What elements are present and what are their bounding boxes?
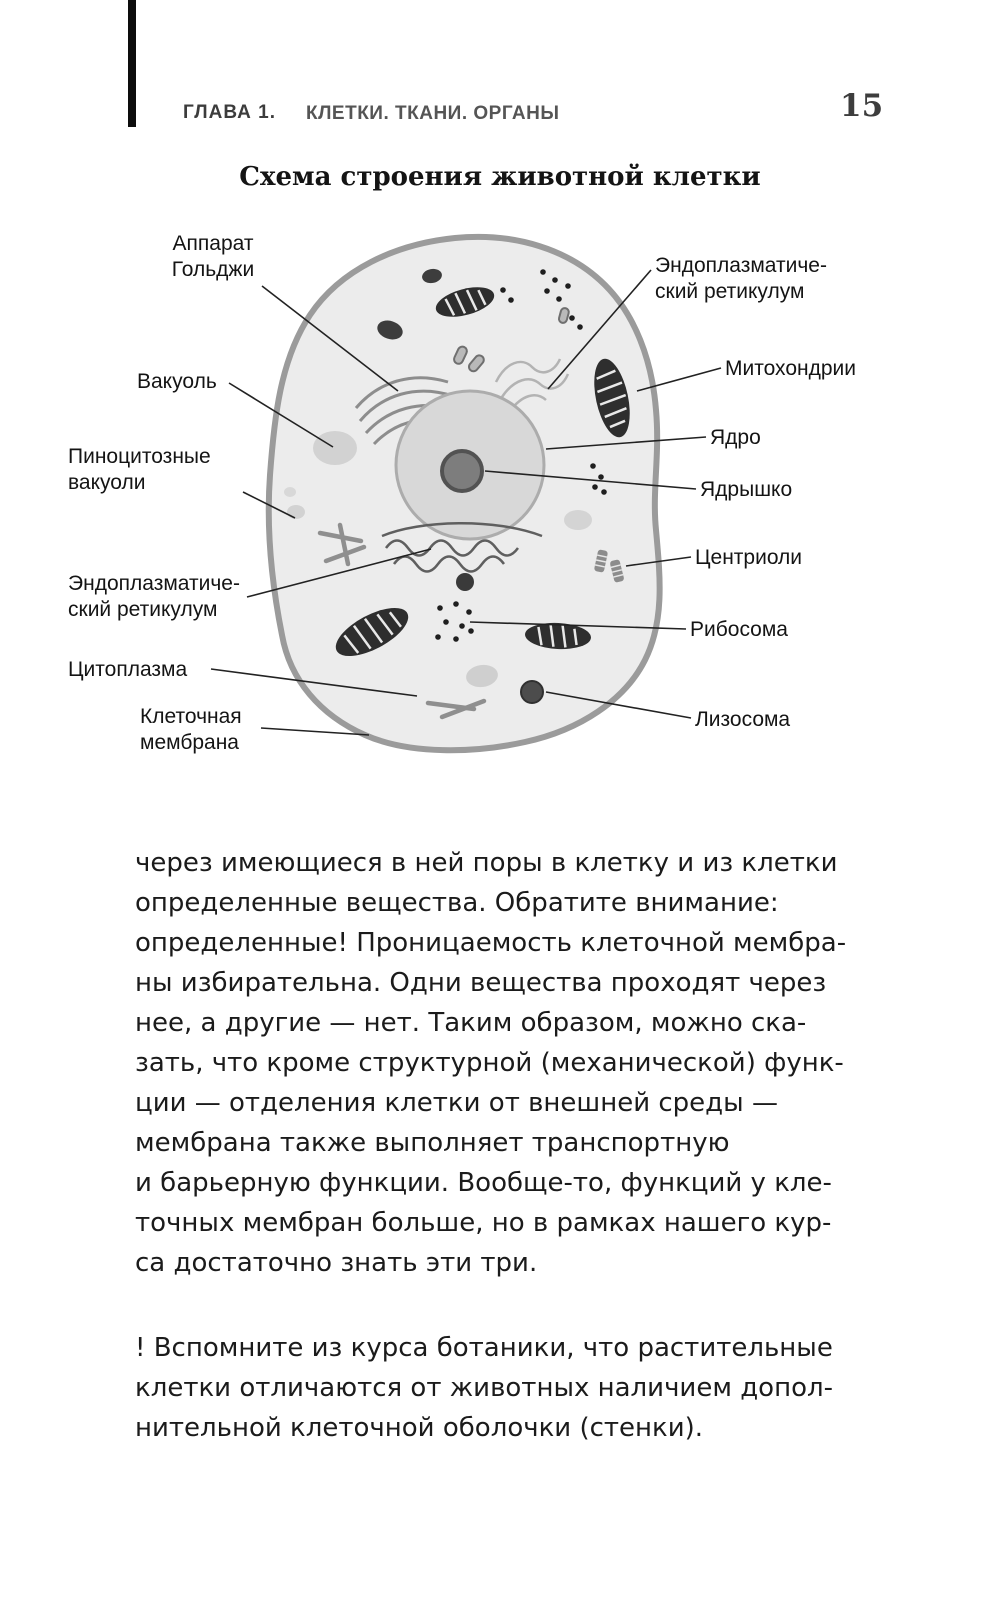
label-pinocytotic-vacuoles: Пиноцитозные вакуоли bbox=[68, 445, 211, 495]
organelle-blob-light bbox=[466, 664, 498, 688]
lysosome-shape bbox=[520, 680, 544, 704]
spine-bar bbox=[128, 0, 136, 127]
mitochondrion-shape bbox=[435, 287, 495, 317]
page-number: 15 bbox=[840, 88, 884, 124]
label-cytoplasm: Цитоплазма bbox=[68, 658, 188, 681]
nucleolus-shape bbox=[440, 449, 484, 493]
label-nucleus: Ядро bbox=[710, 426, 761, 449]
header-section: КЛЕТКИ. ТКАНИ. ОРГАНЫ bbox=[306, 103, 560, 124]
label-vacuole: Вакуоль bbox=[137, 370, 217, 393]
organelle-blob-light bbox=[564, 510, 592, 530]
label-nucleolus: Ядрышко bbox=[700, 478, 793, 501]
body-paragraph-2: ! Вспомните из курса ботаники, что расти… bbox=[135, 1333, 833, 1443]
label-ribosome: Рибосома bbox=[690, 618, 788, 641]
pinocytotic-vacuole-shape bbox=[284, 487, 296, 497]
label-golgi: Аппарат Гольджи bbox=[171, 232, 255, 282]
label-er-right: Эндоплазматиче- ский ретикулум bbox=[655, 254, 827, 304]
mitochondrion-shape bbox=[335, 607, 409, 657]
organelle-blob bbox=[422, 268, 442, 284]
pinocytotic-vacuole-shape bbox=[287, 505, 305, 519]
organelle-blob bbox=[456, 573, 474, 591]
figure-title: Схема строения животной клетки bbox=[239, 162, 761, 192]
label-er-left: Эндоплазматиче- ский ретикулум bbox=[68, 572, 240, 622]
label-lysosome: Лизосома bbox=[695, 708, 791, 731]
centrioles-shape bbox=[594, 549, 624, 583]
label-centrioles: Центриоли bbox=[695, 546, 803, 569]
header-chapter: ГЛАВА 1. bbox=[183, 102, 276, 123]
label-cell-membrane: Клеточная мембрана bbox=[140, 705, 242, 755]
label-mitochondria: Митохондрии bbox=[725, 357, 856, 380]
cell-diagram bbox=[265, 233, 663, 754]
body-paragraph-1: через имеющиеся в ней поры в клетку и из… bbox=[135, 848, 847, 1278]
vacuole-shape bbox=[313, 431, 357, 465]
